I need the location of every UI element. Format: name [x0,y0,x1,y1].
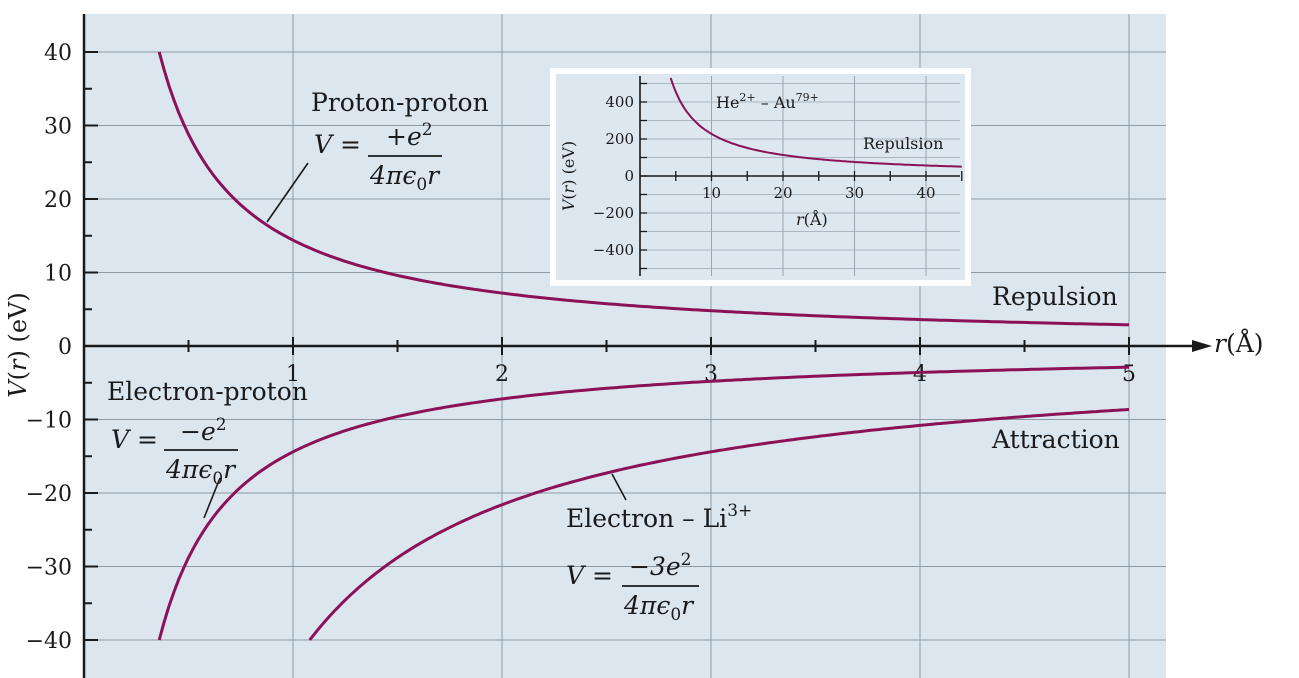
inset-series-line [669,77,962,168]
proton-proton-numerator: +e2 [386,120,433,151]
inset-y-tick-label: −400 [593,241,634,259]
proton-proton-denominator: 4πϵ0r [369,161,441,195]
repulsion-label: Repulsion [992,282,1118,311]
inset-tick-labels: 400 200 0 −200 −400 10 20 30 40 [593,93,936,259]
y-tick-label: 10 [44,262,72,287]
inset-y-tick-label: 200 [605,130,634,148]
inset-axes [639,76,963,276]
y-axis-label: V(r) (eV) [4,292,32,397]
x-tick-label: 1 [286,362,300,387]
y-tick-label: −20 [26,482,72,507]
inset-plot-background [556,74,965,280]
series-line [308,408,1130,641]
inset-curves [669,77,962,168]
electron-li-numerator: −3e2 [629,550,691,581]
main-curves [157,51,1130,641]
electron-li-annotation: Electron – Li3+ V = −3e2 4πϵ0r [566,501,752,625]
y-tick-label: −10 [26,409,72,434]
y-tick-label: −40 [26,629,72,654]
x-tick-label: 2 [495,362,509,387]
inset-repulsion-label: Repulsion [863,134,943,153]
inset-y-axis-label: V(r) (eV) [559,141,578,211]
y-tick-label: 30 [44,115,72,140]
x-tick-label: 3 [704,362,718,387]
inset-x-axis-label: r(Å) [796,209,828,229]
electron-proton-annotation: Electron-proton V = −e2 4πϵ0r [107,377,308,489]
y-tick-label: 20 [44,188,72,213]
x-axis-label: r(Å) [1214,328,1264,358]
attraction-label: Attraction [991,425,1120,454]
proton-proton-annotation: Proton-proton V = +e2 4πϵ0r [311,88,489,195]
proton-proton-v: V = [314,130,361,159]
electron-li-title: Electron – Li3+ [566,501,752,533]
x-tick-label: 5 [1122,362,1136,387]
inset-x-tick-label: 20 [773,184,792,202]
x-tick-label: 4 [913,362,927,387]
electron-proton-title: Electron-proton [107,377,308,406]
x-axis-arrow [1192,340,1212,352]
inset-x-tick-label: 40 [916,184,935,202]
electron-li-v: V = [566,561,613,590]
y-tick-label: 40 [44,41,72,66]
y-tick-label: 0 [58,335,72,360]
inset-x-tick-label: 10 [702,184,721,202]
inset-series-label: He2+ – Au79+ [716,91,819,112]
inset-chart: 400 200 0 −200 −400 10 20 30 40 V(r) (eV) r(Å) H… [550,68,971,286]
inset-y-tick-label: 0 [624,167,634,185]
main-ticks [84,51,1130,641]
electron-proton-v: V = [111,425,158,454]
electron-li-leader [611,473,627,501]
electron-proton-denominator: 4πϵ0r [165,455,237,489]
y-tick-label: −30 [26,556,72,581]
inset-y-tick-label: 400 [605,93,634,111]
inset-y-tick-label: −200 [593,204,634,222]
series-line [157,365,1130,641]
inset-x-tick-label: 30 [845,184,864,202]
proton-proton-title: Proton-proton [311,88,489,117]
electron-li-denominator: 4πϵ0r [623,591,695,625]
series-line [157,51,1130,327]
proton-proton-leader [266,162,309,223]
main-tick-labels: 40 30 20 10 0 −10 −20 −30 −40 1 2 3 4 5 [26,41,1136,654]
electron-proton-leader [203,477,221,519]
electron-proton-numerator: −e2 [180,415,227,446]
